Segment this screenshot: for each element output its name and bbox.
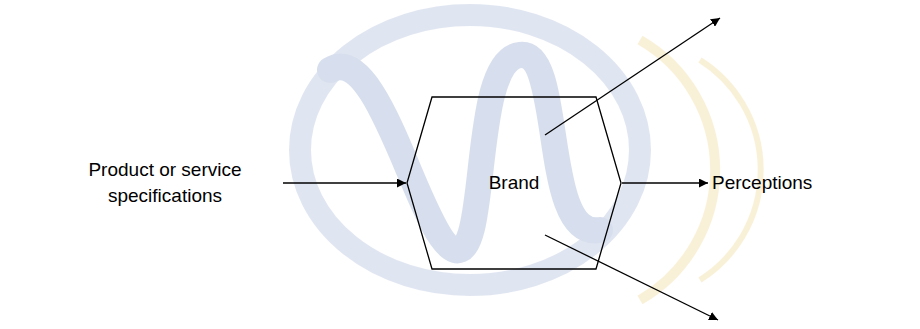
watermark-arc	[640, 40, 715, 300]
watermark-swoosh	[330, 55, 600, 250]
node-text: Product or service specifications	[65, 157, 265, 209]
watermark-arc	[700, 60, 761, 280]
watermark-ring	[300, 15, 640, 285]
outgoing-arrow	[545, 235, 718, 320]
brand-hexagon: Brand	[406, 96, 622, 270]
outgoing-arrow	[545, 18, 720, 135]
connector-arrow	[622, 182, 708, 183]
watermark	[300, 15, 761, 300]
connector-arrow	[283, 182, 406, 183]
hexagon-shape	[407, 97, 621, 269]
output-label: Perceptions	[712, 170, 812, 196]
node-text: Brand	[489, 170, 540, 196]
input-label: Product or service specifications	[65, 157, 265, 209]
node-text: Perceptions	[712, 170, 812, 196]
